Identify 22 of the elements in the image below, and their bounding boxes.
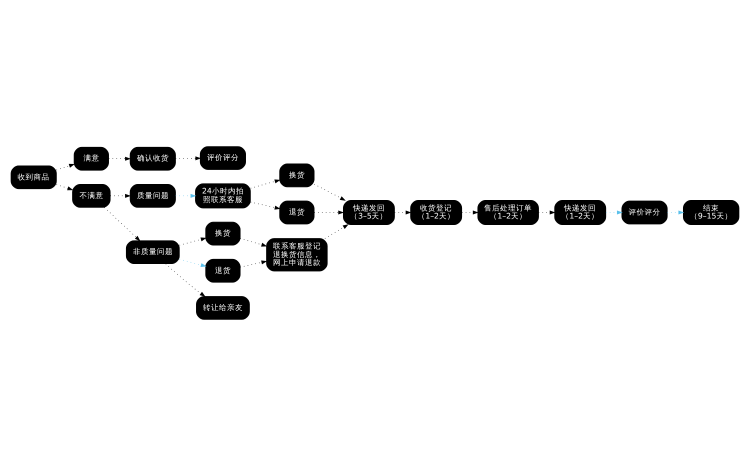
arrow xyxy=(394,210,412,215)
arrow xyxy=(110,194,131,198)
arrow xyxy=(606,210,623,215)
arrow xyxy=(240,260,268,268)
arrow xyxy=(56,184,74,190)
arrow xyxy=(56,164,75,170)
arrow xyxy=(104,207,140,242)
arrow xyxy=(179,258,207,267)
arrow xyxy=(538,210,556,215)
arrow xyxy=(179,237,207,246)
arrow xyxy=(165,264,206,297)
arrow xyxy=(314,210,344,215)
arrow xyxy=(314,184,346,201)
arrow xyxy=(175,194,196,198)
arrow xyxy=(324,224,349,239)
arrow xyxy=(175,156,202,160)
arrow xyxy=(108,156,131,161)
arrow xyxy=(240,238,268,247)
arrow xyxy=(666,210,684,215)
arrow xyxy=(250,179,280,189)
arrow xyxy=(462,210,479,215)
arrow xyxy=(250,202,280,210)
